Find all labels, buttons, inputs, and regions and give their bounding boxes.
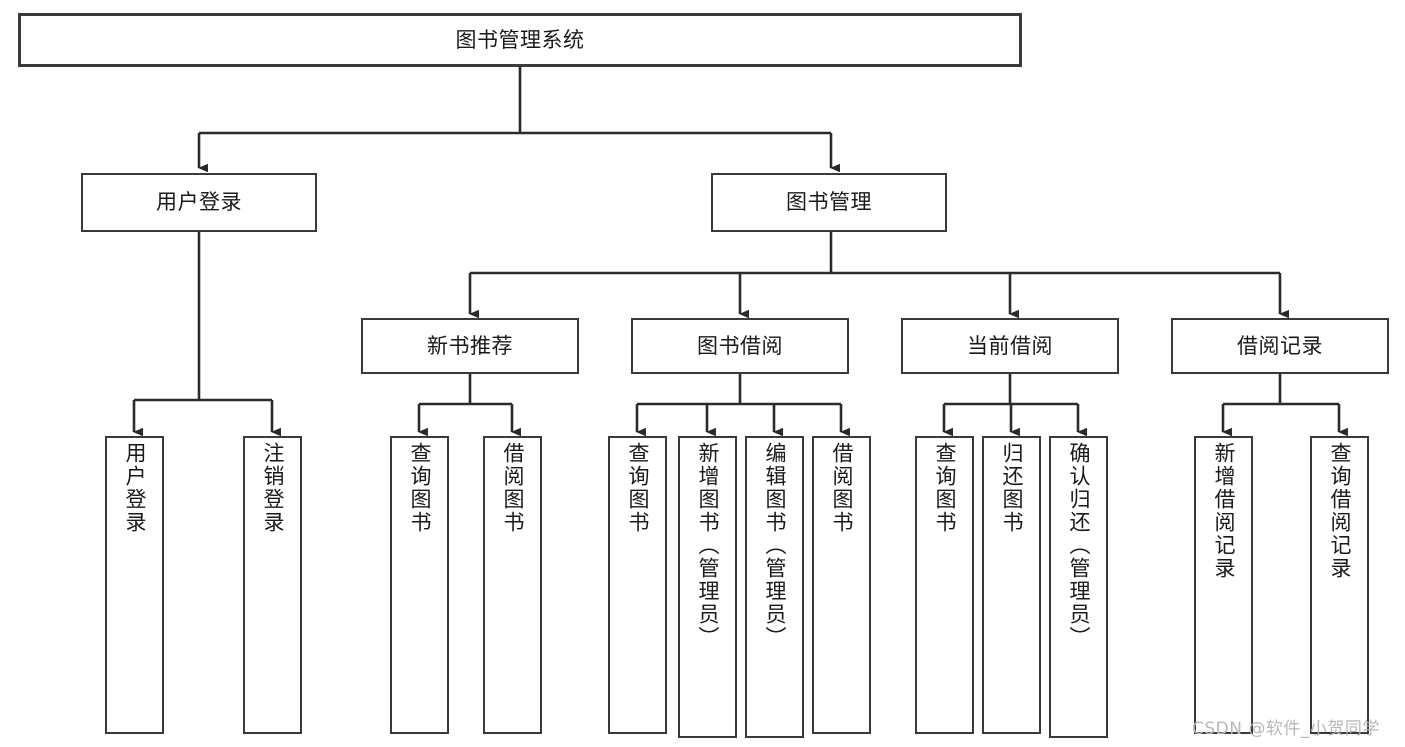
node-label: 查询借阅记录 xyxy=(1328,442,1352,580)
leaf-borrow-query-book[interactable]: 查询图书 xyxy=(608,436,667,734)
node-label: 查询图书 xyxy=(408,442,432,534)
node-label: 查询图书 xyxy=(626,442,650,534)
leaf-current-query-book[interactable]: 查询图书 xyxy=(915,436,974,734)
node-label: 借阅图书 xyxy=(830,442,854,534)
csdn-watermark: CSDN @软件_小贺同学 xyxy=(1192,719,1380,739)
node-new-book-recommend[interactable]: 新书推荐 xyxy=(361,318,579,374)
leaf-recommend-query-book[interactable]: 查询图书 xyxy=(390,436,449,734)
node-book-management[interactable]: 图书管理 xyxy=(711,173,947,232)
leaf-current-return-book[interactable]: 归还图书 xyxy=(982,436,1041,734)
node-user-login[interactable]: 用户登录 xyxy=(81,173,317,232)
node-label: 新增图书（管理员） xyxy=(696,442,720,649)
node-book-borrow[interactable]: 图书借阅 xyxy=(631,318,849,374)
node-borrow-record[interactable]: 借阅记录 xyxy=(1171,318,1389,374)
node-label: 新增借阅记录 xyxy=(1212,442,1236,580)
node-label: 借阅记录 xyxy=(1237,333,1323,358)
node-label: 图书借阅 xyxy=(697,333,783,358)
node-label: 归还图书 xyxy=(1000,442,1024,534)
node-label: 注销登录 xyxy=(261,442,285,534)
leaf-borrow-borrow-book[interactable]: 借阅图书 xyxy=(812,436,871,734)
node-label: 图书管理 xyxy=(786,190,872,215)
node-label: 当前借阅 xyxy=(967,333,1053,358)
leaf-recommend-borrow-book[interactable]: 借阅图书 xyxy=(483,436,542,734)
leaf-user-logout[interactable]: 注销登录 xyxy=(243,436,302,734)
node-label: 用户登录 xyxy=(123,442,147,534)
leaf-borrow-add-book-admin[interactable]: 新增图书（管理员） xyxy=(678,436,737,738)
node-label: 借阅图书 xyxy=(501,442,525,534)
leaf-user-login[interactable]: 用户登录 xyxy=(105,436,164,734)
node-label: 图书管理系统 xyxy=(455,27,585,52)
node-label: 用户登录 xyxy=(156,190,242,215)
node-label: 新书推荐 xyxy=(427,333,513,358)
leaf-current-confirm-return-admin[interactable]: 确认归还（管理员） xyxy=(1049,436,1108,738)
leaf-borrow-edit-book-admin[interactable]: 编辑图书（管理员） xyxy=(745,436,804,738)
leaf-record-add-borrow-record[interactable]: 新增借阅记录 xyxy=(1194,436,1253,734)
node-root-book-management-system[interactable]: 图书管理系统 xyxy=(18,13,1022,67)
node-current-borrow[interactable]: 当前借阅 xyxy=(901,318,1119,374)
leaf-record-query-borrow-record[interactable]: 查询借阅记录 xyxy=(1310,436,1369,734)
node-label: 确认归还（管理员） xyxy=(1067,442,1091,649)
node-label: 查询图书 xyxy=(933,442,957,534)
node-label: 编辑图书（管理员） xyxy=(763,442,787,649)
